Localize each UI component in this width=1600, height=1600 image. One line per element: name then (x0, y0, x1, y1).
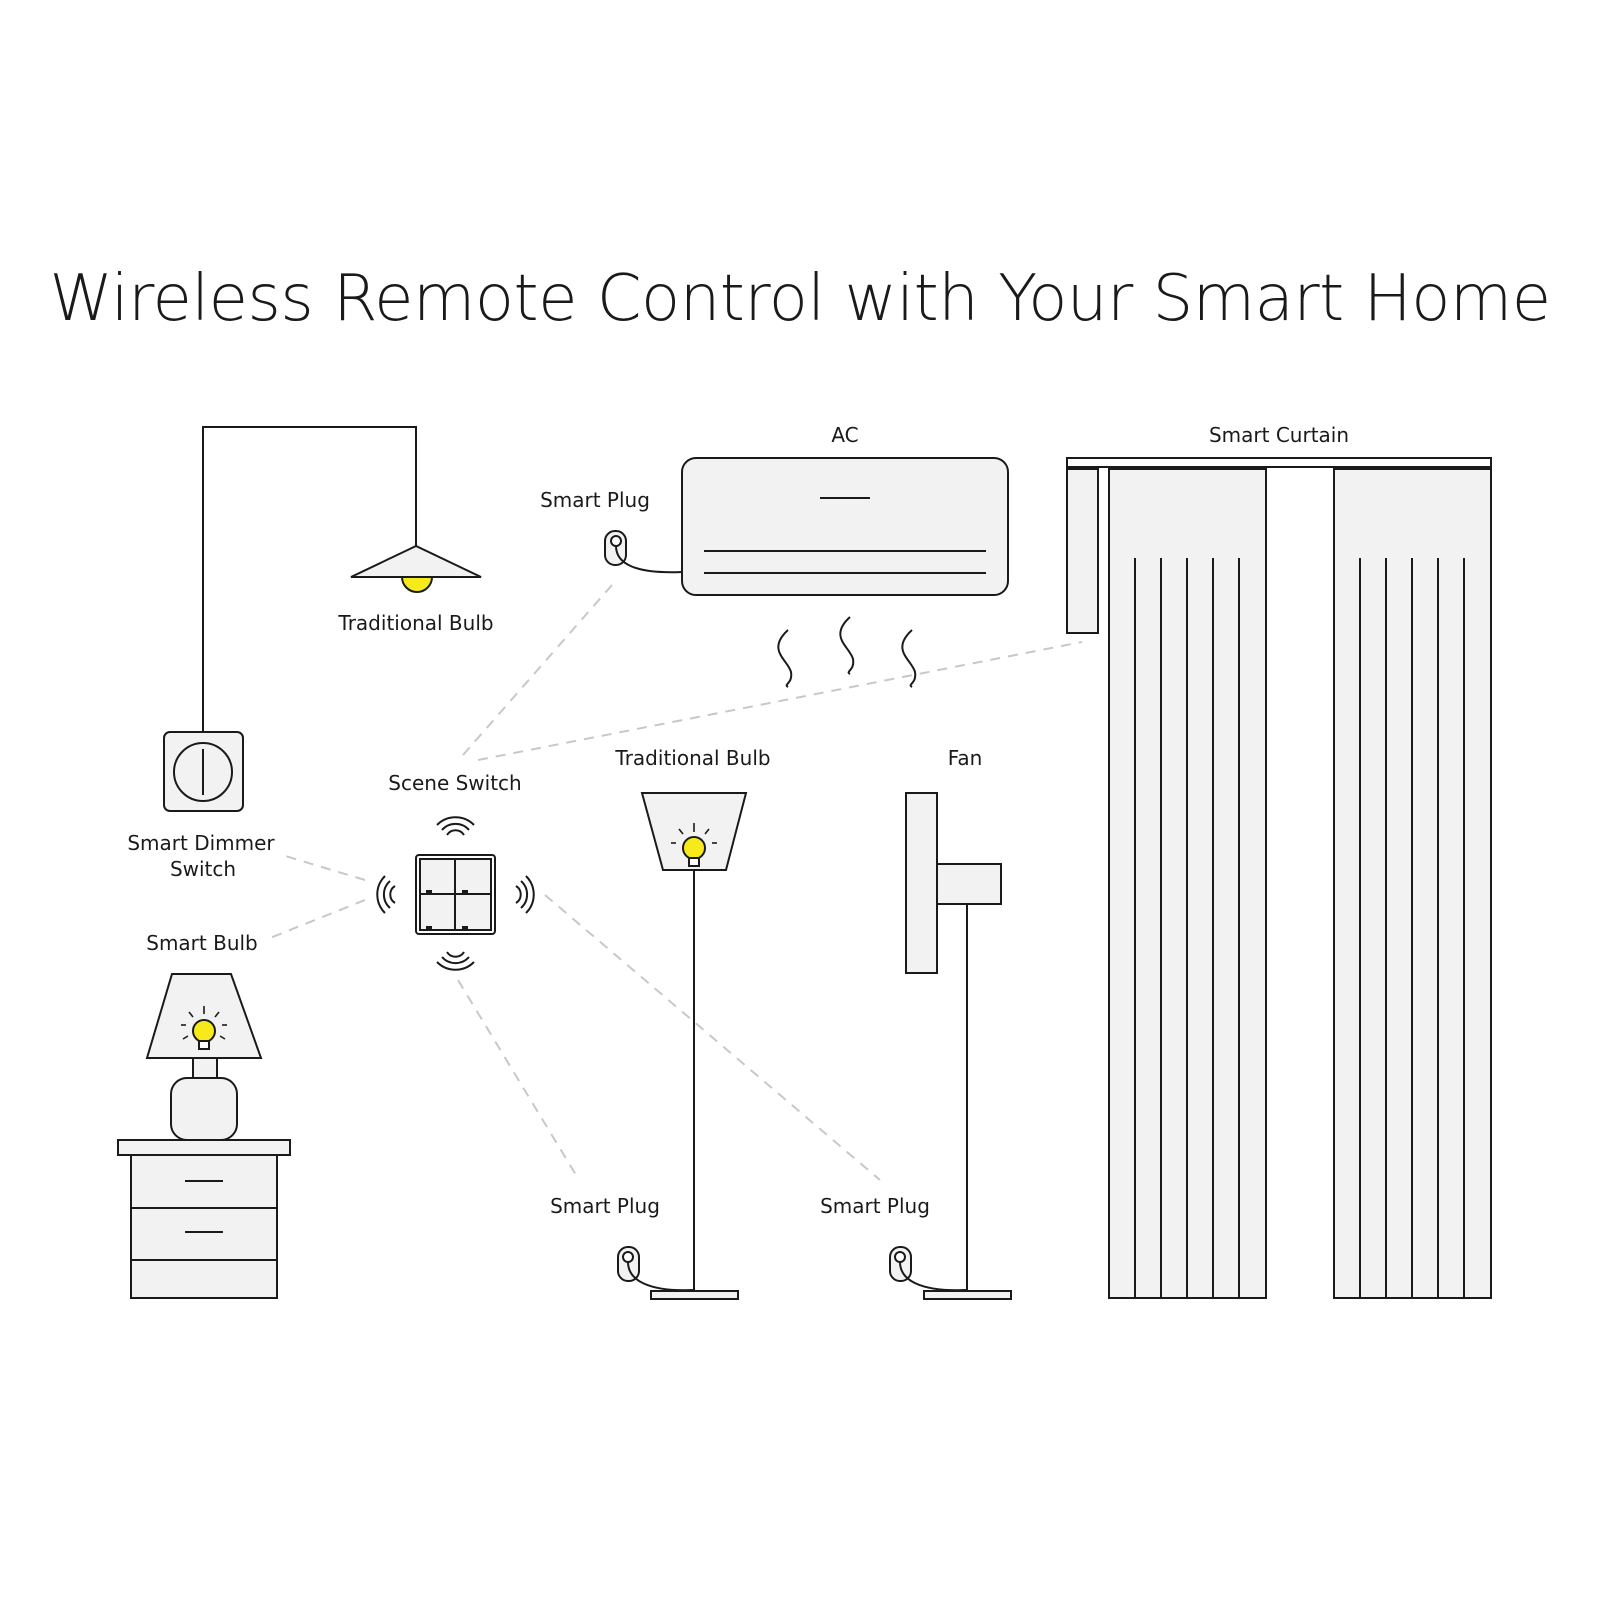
floor-lamp-icon (640, 792, 748, 1300)
smart-bulb-label: Smart Bulb (146, 931, 258, 955)
smart-plug-fan-label: Smart Plug (820, 1194, 930, 1218)
connection-lines (269, 584, 1083, 1181)
dimmer-switch-icon[interactable] (163, 731, 244, 812)
link-scene-to-smart-plug-fan (544, 894, 881, 1181)
smart-dimmer-switch-label-line1: Smart Dimmer (127, 831, 275, 855)
fan-label: Fan (947, 746, 983, 770)
link-scene-to-dimmer (281, 854, 366, 881)
pendant-lamp-icon (202, 426, 482, 732)
link-scene-to-curtain (477, 641, 1083, 761)
link-scene-to-smart-plug-floor (457, 979, 577, 1176)
light-bulb-icon (682, 836, 706, 860)
page-title: Wireless Remote Control with Your Smart … (49, 262, 1551, 336)
smart-plug-ac-label: Smart Plug (540, 488, 650, 512)
nightstand-icon (117, 1139, 291, 1299)
smart-dimmer-switch-label-line2: Switch (169, 857, 237, 881)
traditional-bulb-floor-label: Traditional Bulb (615, 746, 771, 770)
traditional-bulb-ceiling-label: Traditional Bulb (338, 611, 494, 635)
smart-plug-icon[interactable] (889, 1246, 968, 1292)
scene-switch-label: Scene Switch (388, 771, 522, 795)
smart-plug-floor-lamp-label: Smart Plug (550, 1194, 660, 1218)
link-scene-to-smart-bulb (269, 899, 366, 939)
link-scene-to-smart-plug-ac (462, 584, 613, 756)
table-lamp-icon (145, 973, 263, 1141)
smart-curtain-label: Smart Curtain (1208, 423, 1350, 447)
wireless-signal-icon (376, 816, 535, 971)
ac-label: AC (831, 423, 859, 447)
fan-icon (905, 792, 1012, 1300)
smart-plug-icon[interactable] (617, 1246, 695, 1292)
scene-switch-icon[interactable] (415, 854, 496, 935)
curtain-icon (1066, 457, 1492, 1299)
light-bulb-icon (192, 1019, 216, 1043)
smart-plug-icon[interactable] (604, 530, 683, 574)
air-conditioner-icon (681, 457, 1009, 688)
light-bulb-icon (400, 576, 434, 593)
